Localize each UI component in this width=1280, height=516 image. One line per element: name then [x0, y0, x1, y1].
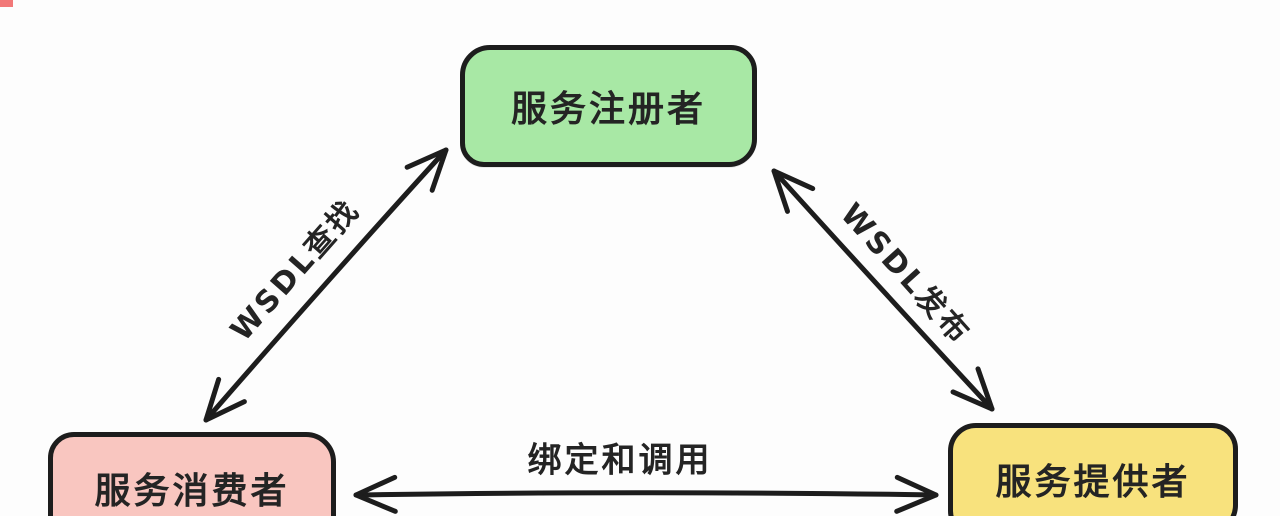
node-service-registry-label: 服务注册者	[510, 89, 706, 130]
node-service-consumer-label: 服务消费者	[94, 471, 290, 512]
red-corner-artifact	[0, 0, 13, 7]
node-service-consumer: 服务消费者	[48, 432, 336, 516]
node-service-provider: 服务提供者	[948, 423, 1238, 516]
edge-bind-invoke-arrow	[353, 474, 939, 514]
node-service-registry: 服务注册者	[460, 45, 757, 167]
edge-label-bind-invoke: 绑定和调用	[527, 440, 713, 481]
edge-wsdl-publish-arrow	[771, 168, 995, 412]
node-service-provider-label: 服务提供者	[995, 462, 1191, 503]
edge-wsdl-lookup-arrow	[203, 147, 449, 423]
